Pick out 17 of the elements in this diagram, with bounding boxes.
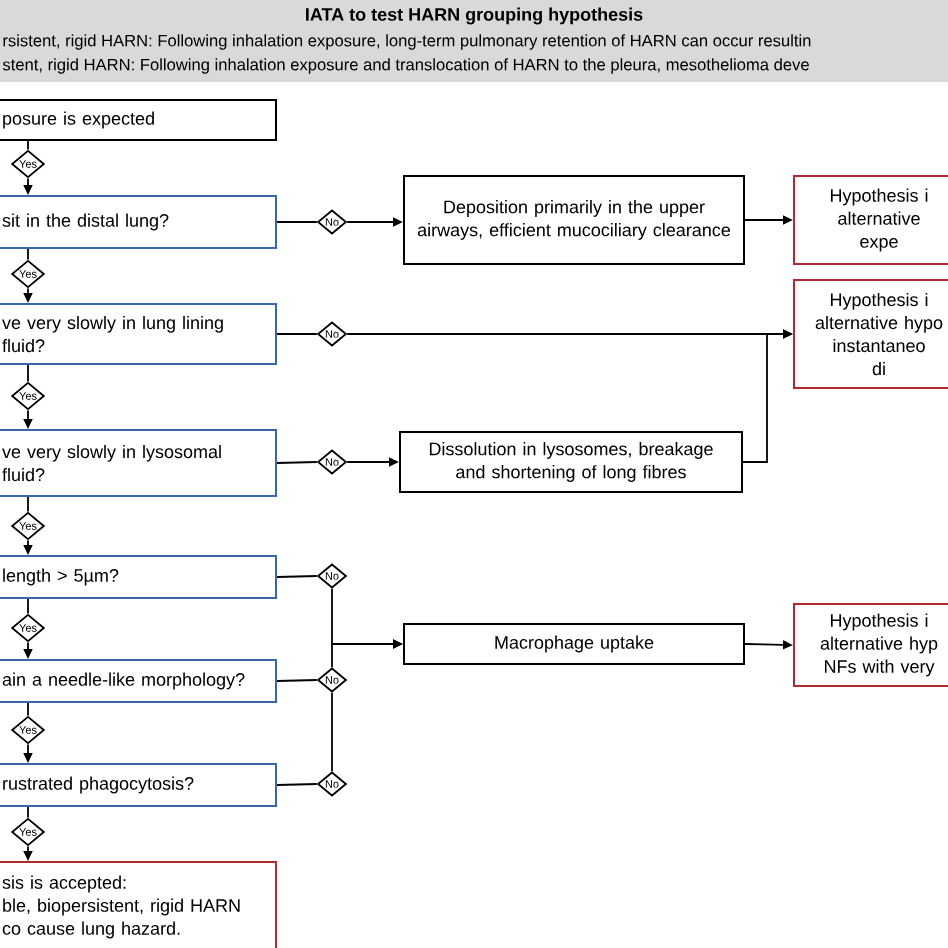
question-box: sit in the distal lung? — [0, 195, 277, 249]
result-box: Hypothesis i alternative expe — [793, 175, 948, 265]
result-box: sis is accepted: ble, biopersistent, rigid HARN co cause lung hazard. — [0, 861, 277, 948]
question-box: ve very slowly in lysosomal fluid? — [0, 429, 277, 497]
title: IATA to test HARN grouping hypothesis — [306, 7, 643, 25]
result-box: Hypothesis i alternative hyp NFs with very — [793, 603, 948, 687]
result-box: Hypothesis i alternative hypo instantaneo di — [793, 279, 948, 389]
header-text: stent, rigid HARN: Following inhalation exposure and translocation of HARN to the pleura, mesothelioma deve — [2, 58, 809, 74]
header-text: rsistent, rigid HARN: Following inhalation exposure, long-term pulmonary retention of HARN can occur resultin — [3, 34, 811, 50]
process-box: Macrophage uptake — [403, 623, 745, 665]
question-box: length > 5µm? — [0, 555, 277, 599]
question-box: ve very slowly in lung lining fluid? — [0, 303, 277, 365]
process-box: posure is expected — [0, 99, 277, 141]
process-box: Deposition primarily in the upper airways, efficient mucociliary clearance — [403, 175, 745, 265]
question-box: ain a needle-like morphology? — [0, 659, 277, 703]
question-box: rustrated phagocytosis? — [0, 763, 277, 807]
process-box: Dissolution in lysosomes, breakage and shortening of long fibres — [399, 431, 743, 493]
